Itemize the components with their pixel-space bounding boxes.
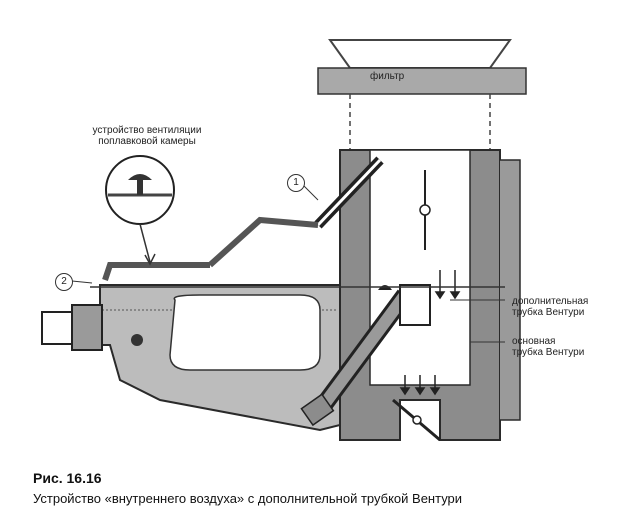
filter-assembly: [317, 39, 527, 150]
fuel-inlet-fitting: [41, 304, 103, 351]
venturi-extra: [378, 284, 431, 326]
balance-tube: [102, 156, 384, 281]
callout-1: 1: [287, 174, 305, 192]
vent-device-detail: [105, 155, 175, 266]
airflow-arrows: [399, 270, 461, 396]
vent-device-label: устройство вентиляции поплавковой камеры: [62, 125, 232, 147]
callout-2: 2: [55, 273, 73, 291]
vent-label-line1: устройство вентиляции: [92, 125, 202, 136]
venturi-main-line2: трубка Вентури: [512, 347, 585, 358]
venturi-main-label: основная трубка Вентури: [512, 336, 622, 358]
emulsion-tube: [300, 289, 413, 427]
venturi-extra-line2: трубка Вентури: [512, 307, 585, 318]
leader-1: [302, 184, 319, 201]
float-chamber: [99, 284, 341, 432]
venturi-extra-line1: дополнительная: [512, 296, 589, 307]
figure-number: Рис. 16.16: [33, 470, 102, 486]
venturi-extra-label: дополнительная трубка Вентури: [512, 296, 622, 318]
filter-element: [317, 67, 527, 95]
figure-caption: Устройство «внутреннего воздуха» с допол…: [33, 491, 463, 506]
venturi-main-line1: основная: [512, 336, 556, 347]
leader-2: [71, 280, 93, 284]
vent-label-line2: поплавковой камеры: [98, 136, 196, 147]
filter-label: фильтр: [370, 71, 405, 82]
float: [169, 294, 321, 371]
